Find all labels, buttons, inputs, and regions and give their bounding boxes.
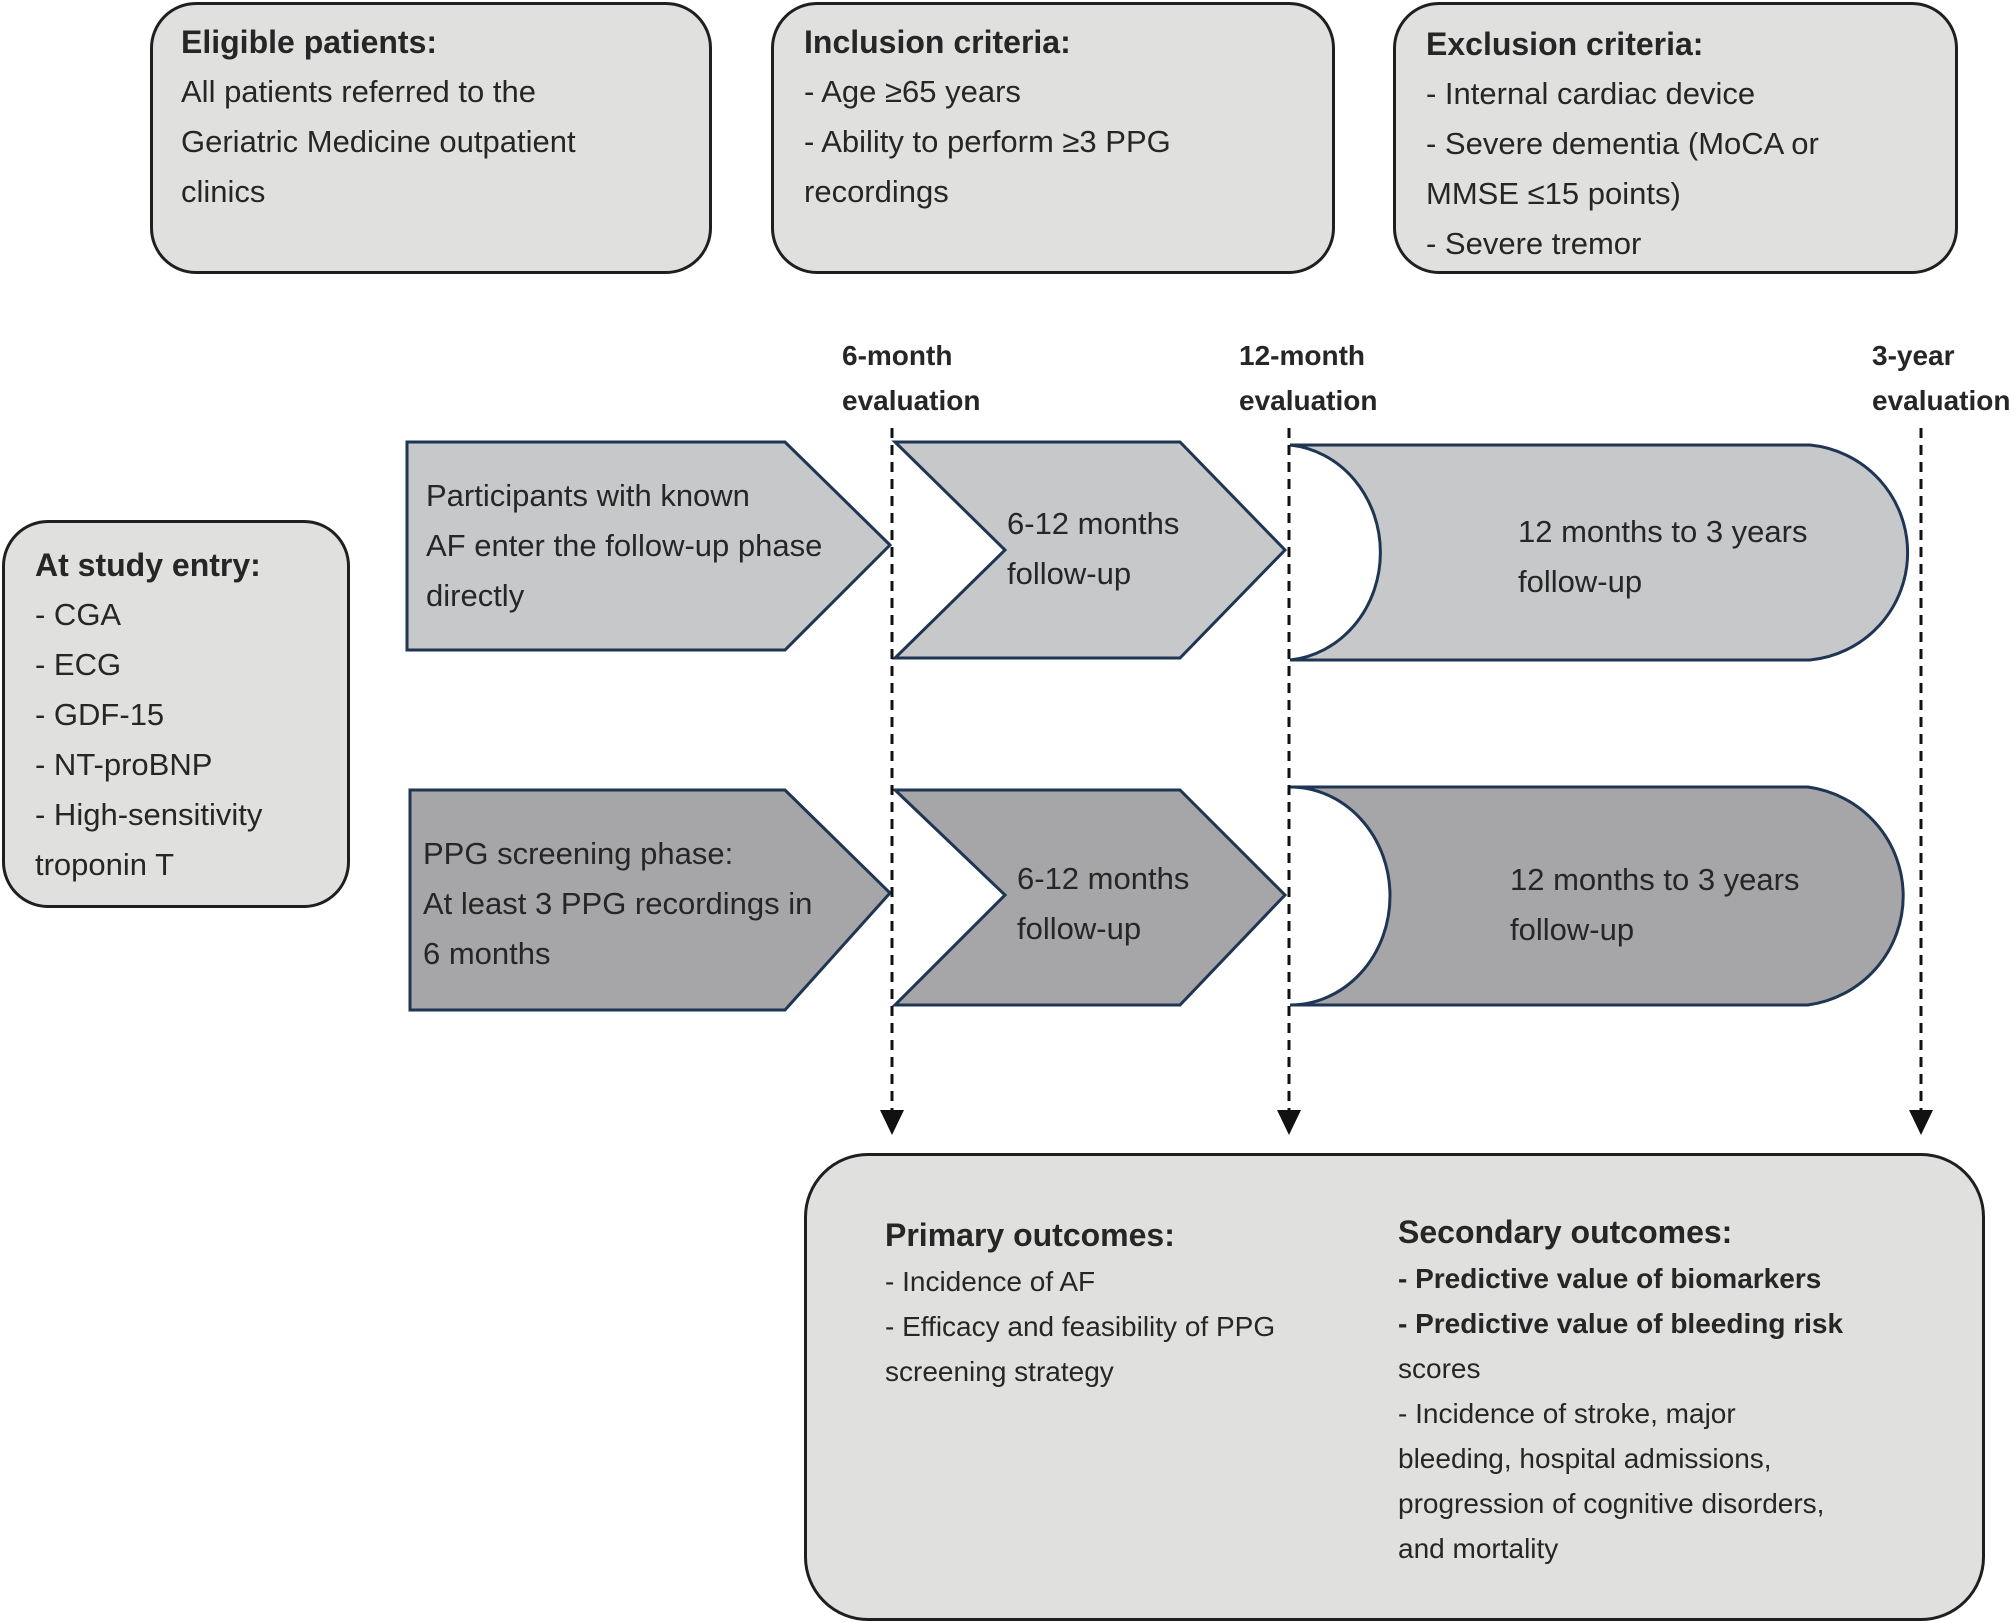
known-af-12-36-text: 12 months to 3 years follow-up (1518, 514, 1808, 599)
inclusion-criteria-box: Inclusion criteria: - Age ≥65 years - Ab… (771, 2, 1335, 274)
eligible-line: clinics (181, 174, 266, 209)
twelve-month-label: 12-month evaluation (1239, 340, 1378, 416)
ppg-entry-arrow (408, 788, 893, 1012)
inclusion-line: - Ability to perform ≥3 PPG (804, 124, 1171, 159)
inclusion-criteria-title: Inclusion criteria: (804, 24, 1071, 60)
study-entry-line: - ECG (35, 647, 122, 682)
six-month-arrowhead (880, 1110, 904, 1135)
outcomes-box: Primary outcomes: - Incidence of AF - Ef… (804, 1153, 1985, 1621)
six-month-label: 6-month evaluation (842, 340, 981, 416)
exclusion-criteria-box: Exclusion criteria: - Internal cardiac d… (1393, 2, 1958, 274)
secondary-outcome-line: progression of cognitive disorders, (1398, 1488, 1825, 1519)
ppg-entry-text: PPG screening phase: At least 3 PPG reco… (423, 836, 813, 971)
exclusion-criteria-title: Exclusion criteria: (1426, 26, 1704, 62)
exclusion-line: - Severe tremor (1426, 226, 1642, 261)
secondary-outcome-line: - Predictive value of bleeding risk (1398, 1308, 1844, 1339)
known-af-6-12-text: 6-12 months follow-up (1007, 506, 1180, 591)
secondary-outcome-line: - Incidence of stroke, major (1398, 1398, 1736, 1429)
eligible-line: Geriatric Medicine outpatient (181, 124, 576, 159)
exclusion-line: - Internal cardiac device (1426, 76, 1756, 111)
known-af-entry-arrow (405, 440, 893, 652)
eligible-line: All patients referred to the (181, 74, 536, 109)
known-af-6-12-chevron (891, 440, 1288, 660)
primary-outcomes: Primary outcomes: - Incidence of AF - Ef… (885, 1211, 1275, 1394)
exclusion-line: MMSE ≤15 points) (1426, 176, 1681, 211)
ppg-6-12-text: 6-12 months follow-up (1017, 861, 1190, 946)
exclusion-line: - Severe dementia (MoCA or (1426, 126, 1819, 161)
primary-outcomes-title: Primary outcomes: (885, 1217, 1175, 1253)
primary-outcome-line: screening strategy (885, 1356, 1114, 1387)
inclusion-line: recordings (804, 174, 949, 209)
secondary-outcome-line: scores (1398, 1353, 1481, 1384)
secondary-outcomes: Secondary outcomes: - Predictive value o… (1398, 1208, 1843, 1571)
secondary-outcome-line: - Predictive value of biomarkers (1398, 1263, 1822, 1294)
known-af-entry-text: Participants with known AF enter the fol… (426, 478, 823, 613)
secondary-outcome-line: bleeding, hospital admissions, (1398, 1443, 1772, 1474)
study-entry-line: - CGA (35, 597, 122, 632)
study-entry-line: troponin T (35, 847, 175, 882)
study-entry-line: - NT-proBNP (35, 747, 213, 782)
primary-outcome-line: - Incidence of AF (885, 1266, 1096, 1297)
three-year-label: 3-year evaluation (1872, 340, 2010, 416)
ppg-6-12-chevron (891, 788, 1288, 1007)
known-af-12-36-bullet (1289, 443, 1910, 662)
ppg-12-36-bullet (1289, 785, 1905, 1007)
eligible-patients-title: Eligible patients: (181, 24, 438, 60)
secondary-outcomes-title: Secondary outcomes: (1398, 1214, 1733, 1250)
three-year-arrowhead (1909, 1110, 1933, 1135)
study-entry-line: - GDF-15 (35, 697, 165, 732)
study-entry-line: - High-sensitivity (35, 797, 263, 832)
twelve-month-arrowhead (1277, 1110, 1301, 1135)
primary-outcome-line: - Efficacy and feasibility of PPG (885, 1311, 1276, 1342)
inclusion-line: - Age ≥65 years (804, 74, 1021, 109)
study-entry-title: At study entry: (35, 547, 261, 583)
secondary-outcome-line: and mortality (1398, 1533, 1559, 1564)
ppg-12-36-text: 12 months to 3 years follow-up (1510, 862, 1800, 947)
eligible-patients-box: Eligible patients: All patients referred… (150, 2, 712, 274)
study-entry-box: At study entry: - CGA - ECG - GDF-15 - N… (2, 520, 350, 908)
